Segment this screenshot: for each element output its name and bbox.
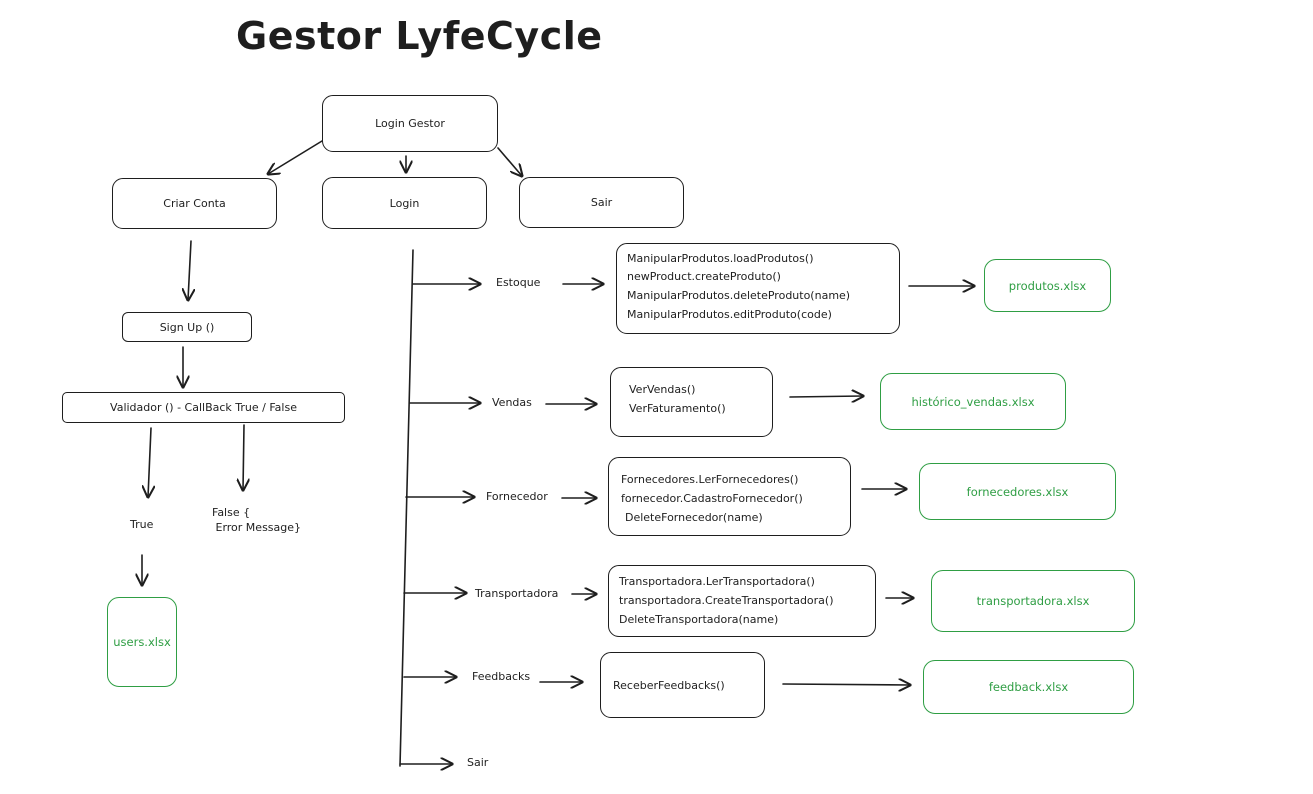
fornecedor-method-3: DeleteFornecedor(name) xyxy=(625,511,763,524)
estoque-method-4: ManipularProdutos.editProduto(code) xyxy=(627,308,832,321)
transportadora-methods-box: Transportadora.LerTransportadora() trans… xyxy=(608,565,876,637)
arrow-login-gestor-to-sair xyxy=(497,147,522,176)
estoque-method-3: ManipularProdutos.deleteProduto(name) xyxy=(627,289,851,302)
historico-vendas-file-box: histórico_vendas.xlsx xyxy=(880,373,1066,430)
arrow-validador-to-true xyxy=(148,427,151,497)
produtos-file-box: produtos.xlsx xyxy=(984,259,1111,312)
sair-box: Sair xyxy=(519,177,684,228)
signup-label: Sign Up () xyxy=(159,320,215,334)
login-label: Login xyxy=(389,196,420,210)
produtos-file-label: produtos.xlsx xyxy=(1008,278,1087,293)
arrow-criar-conta-to-signup xyxy=(188,240,191,300)
feedbacks-label: Feedbacks xyxy=(472,670,531,683)
fornecedor-label: Fornecedor xyxy=(486,490,548,503)
feedbacks-methods-box: ReceberFeedbacks() xyxy=(600,652,765,718)
feedback-file-label: feedback.xlsx xyxy=(988,680,1069,694)
vendas-method-1: VerVendas() xyxy=(629,383,696,396)
transportadora-method-3: DeleteTransportadora(name) xyxy=(619,613,779,626)
criar-conta-box: Criar Conta xyxy=(112,178,277,229)
transportadora-label: Transportadora xyxy=(475,587,559,600)
transportadora-method-1: Transportadora.LerTransportadora() xyxy=(619,575,815,588)
validador-label: Validador () - CallBack True / False xyxy=(110,401,297,414)
arrow-validador-to-false xyxy=(243,424,244,490)
arrow-login-gestor-to-criar-conta xyxy=(268,140,323,174)
users-file-label: users.xlsx xyxy=(113,635,171,649)
menu-backbone-line xyxy=(399,249,414,767)
true-label: True xyxy=(130,518,154,531)
arrow-feedbacks-methods-to-file xyxy=(782,684,910,685)
fornecedor-methods-box: Fornecedores.LerFornecedores() fornecedo… xyxy=(608,457,851,536)
fornecedores-file-box: fornecedores.xlsx xyxy=(919,463,1116,520)
transportadora-file-label: transportadora.xlsx xyxy=(976,594,1090,608)
criar-conta-label: Criar Conta xyxy=(163,197,226,210)
estoque-methods-box: ManipularProdutos.loadProdutos() newProd… xyxy=(616,243,900,334)
vendas-label: Vendas xyxy=(492,396,532,409)
vendas-methods-box: VerVendas() VerFaturamento() xyxy=(610,367,773,437)
validador-box: Validador () - CallBack True / False xyxy=(62,392,345,423)
vendas-method-2: VerFaturamento() xyxy=(629,402,726,415)
users-file-box: users.xlsx xyxy=(107,597,177,687)
transportadora-method-2: transportadora.CreateTransportadora() xyxy=(619,594,834,607)
estoque-method-1: ManipularProdutos.loadProdutos() xyxy=(627,252,814,265)
diagram-title: Gestor LyfeCycle xyxy=(236,14,603,58)
feedbacks-method-1: ReceberFeedbacks() xyxy=(613,678,725,692)
fornecedor-method-2: fornecedor.CadastroFornecedor() xyxy=(621,492,803,505)
sair-menu-label: Sair xyxy=(467,756,489,769)
arrow-vendas-methods-to-file xyxy=(789,396,863,397)
false-line-1: False { xyxy=(212,506,251,519)
fornecedores-file-label: fornecedores.xlsx xyxy=(966,484,1069,499)
false-line-2: Error Message} xyxy=(212,521,302,534)
estoque-method-2: newProduct.createProduto() xyxy=(627,270,781,283)
transportadora-file-box: transportadora.xlsx xyxy=(931,570,1135,632)
login-box: Login xyxy=(322,177,487,229)
signup-box: Sign Up () xyxy=(122,312,252,342)
login-gestor-label: Login Gestor xyxy=(375,117,445,130)
estoque-label: Estoque xyxy=(496,276,541,289)
feedback-file-box: feedback.xlsx xyxy=(923,660,1134,714)
historico-vendas-file-label: histórico_vendas.xlsx xyxy=(911,394,1035,409)
false-error-label: False { Error Message} xyxy=(212,505,301,535)
fornecedor-method-1: Fornecedores.LerFornecedores() xyxy=(621,473,799,486)
sair-label: Sair xyxy=(590,196,613,209)
login-gestor-box: Login Gestor xyxy=(322,95,498,152)
